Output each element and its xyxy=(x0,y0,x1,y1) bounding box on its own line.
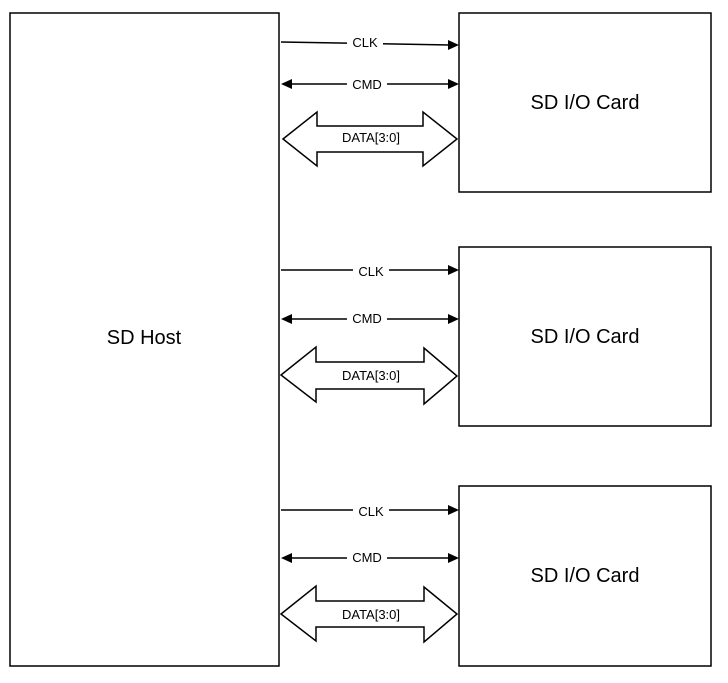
sd-card-3-label: SD I/O Card xyxy=(531,565,640,587)
data-3-label: DATA[3:0] xyxy=(342,607,400,622)
clk-3-arrowhead xyxy=(448,505,459,515)
clk-1-arrowhead xyxy=(448,40,459,50)
cmd-1-label-bg xyxy=(347,76,387,91)
sd-host-label: SD Host xyxy=(107,327,182,349)
cmd-3-label-bg xyxy=(347,550,387,565)
sd-card-1-box xyxy=(458,12,712,193)
clk-3-label-bg xyxy=(353,504,389,519)
cmd-2-label: CMD xyxy=(352,311,382,326)
cmd-1-label: CMD xyxy=(352,77,382,92)
clk-3-label: CLK xyxy=(358,504,384,519)
cmd-3-arrowhead-right xyxy=(448,553,459,563)
data-bus-3-arrow xyxy=(279,584,459,644)
cmd-1-arrowhead-left xyxy=(281,79,292,89)
sd-card-2-label: SD I/O Card xyxy=(531,326,640,348)
clk-2-arrowhead xyxy=(448,265,459,275)
data-2-label: DATA[3:0] xyxy=(342,368,400,383)
sd-host-box xyxy=(9,12,280,667)
data-bus-2-arrow xyxy=(279,345,459,406)
clk-2-label-bg xyxy=(353,264,389,279)
cmd-1-arrowhead-right xyxy=(448,79,459,89)
clk-1-label: CLK xyxy=(352,35,378,50)
data-bus-1-arrow xyxy=(281,110,459,168)
data-1-label: DATA[3:0] xyxy=(342,130,400,145)
cmd-2-arrowhead-right xyxy=(448,314,459,324)
cmd-3-label: CMD xyxy=(352,550,382,565)
clk-1-label-bg xyxy=(347,35,383,50)
sd-card-3-box xyxy=(458,485,712,667)
sd-card-1-label: SD I/O Card xyxy=(531,92,640,114)
clk-2-label: CLK xyxy=(358,264,384,279)
cmd-2-label-bg xyxy=(347,311,387,326)
cmd-2-arrowhead-left xyxy=(281,314,292,324)
cmd-3-arrowhead-left xyxy=(281,553,292,563)
sd-card-2-box xyxy=(458,246,712,427)
